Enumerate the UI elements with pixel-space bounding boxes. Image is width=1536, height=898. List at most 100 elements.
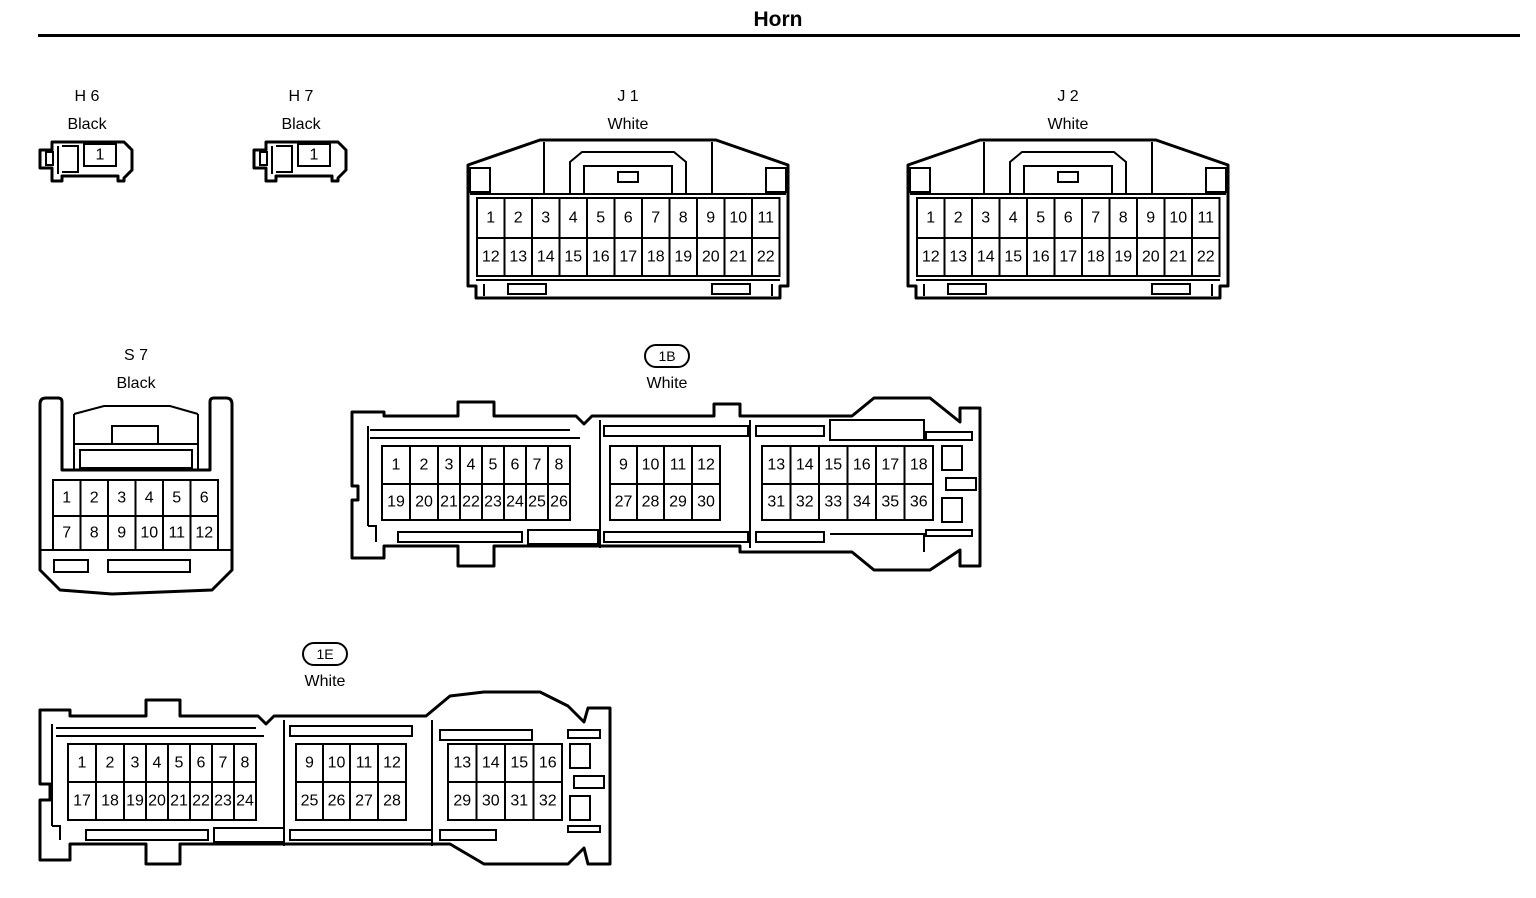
pin-j2-11: 11 bbox=[1191, 197, 1221, 239]
pin-j2-16: 16 bbox=[1026, 237, 1056, 277]
pin-label: 18 bbox=[101, 793, 119, 810]
pin-label: 20 bbox=[1142, 249, 1160, 266]
pin-c1b-26: 26 bbox=[547, 483, 571, 521]
pin-j2-17: 17 bbox=[1053, 237, 1083, 277]
pin-c1e-17: 17 bbox=[67, 781, 97, 821]
pin-label: 6 bbox=[197, 755, 206, 772]
pin-label: 11 bbox=[1197, 210, 1214, 227]
title-rule bbox=[38, 34, 1520, 37]
pin-label: 19 bbox=[387, 494, 405, 511]
pin-label: 4 bbox=[467, 457, 476, 474]
pin-c1b-5: 5 bbox=[481, 445, 505, 485]
pin-label: 8 bbox=[679, 210, 688, 227]
pin-j2-14: 14 bbox=[971, 237, 1001, 277]
pin-label: 2 bbox=[514, 210, 523, 227]
connector-code-s7: S 7 bbox=[123, 347, 148, 364]
pin-j2-18: 18 bbox=[1081, 237, 1111, 277]
pin-c1b-3: 3 bbox=[437, 445, 461, 485]
pin-label: 3 bbox=[131, 755, 140, 772]
pin-c1e-24: 24 bbox=[233, 781, 257, 821]
pin-label: 21 bbox=[170, 793, 188, 810]
pin-label: 16 bbox=[1032, 249, 1050, 266]
pin-j1-19: 19 bbox=[668, 237, 698, 277]
pin-c1e-23: 23 bbox=[211, 781, 235, 821]
pin-label: 14 bbox=[482, 755, 500, 772]
pin-c1b-1: 1 bbox=[381, 445, 411, 485]
pin-c1b-21: 21 bbox=[437, 483, 461, 521]
pin-label: 14 bbox=[796, 457, 814, 474]
connector-color-s7: Black bbox=[116, 375, 156, 392]
pin-c1e-4: 4 bbox=[145, 743, 169, 783]
pin-label: 1 bbox=[78, 755, 87, 772]
pin-h7-1: 1 bbox=[297, 143, 331, 167]
connector-color-1e: White bbox=[304, 673, 346, 690]
pin-label: 36 bbox=[910, 494, 928, 511]
pin-j2-12: 12 bbox=[916, 237, 946, 277]
pin-label: 22 bbox=[757, 249, 775, 266]
pin-label: 19 bbox=[126, 793, 144, 810]
pin-c1e-20: 20 bbox=[145, 781, 169, 821]
pin-label: 9 bbox=[305, 755, 314, 772]
connector-code-1b: 1B bbox=[644, 344, 690, 368]
pin-j2-13: 13 bbox=[943, 237, 973, 277]
pin-label: 33 bbox=[824, 494, 842, 511]
pin-label: 24 bbox=[506, 494, 524, 511]
pin-c1e-5: 5 bbox=[167, 743, 191, 783]
pin-label: 3 bbox=[541, 210, 550, 227]
pin-c1e-29: 29 bbox=[447, 781, 478, 821]
pin-label: 19 bbox=[1114, 249, 1132, 266]
pin-j1-6: 6 bbox=[613, 197, 643, 239]
pin-c1e-28: 28 bbox=[377, 781, 407, 821]
connector-h7 bbox=[252, 140, 348, 183]
pin-label: 7 bbox=[219, 755, 228, 772]
pin-j1-16: 16 bbox=[586, 237, 616, 277]
pin-label: 10 bbox=[1169, 210, 1187, 227]
connector-code-j1: J 1 bbox=[617, 88, 639, 105]
connector-code-1e: 1E bbox=[302, 642, 348, 666]
pin-j2-4: 4 bbox=[998, 197, 1028, 239]
pin-j1-4: 4 bbox=[558, 197, 588, 239]
pin-c1e-15: 15 bbox=[504, 743, 535, 783]
connector-1b bbox=[350, 396, 982, 572]
pin-label: 12 bbox=[482, 249, 500, 266]
pin-label: 21 bbox=[1169, 249, 1187, 266]
pin-c1b-13: 13 bbox=[761, 445, 792, 485]
pin-c1e-7: 7 bbox=[211, 743, 235, 783]
pin-label: 31 bbox=[767, 494, 785, 511]
connector-code-h6: H 6 bbox=[74, 88, 100, 105]
pin-c1e-19: 19 bbox=[123, 781, 147, 821]
pin-label: 17 bbox=[619, 249, 637, 266]
pin-c1b-9: 9 bbox=[609, 445, 638, 485]
pin-c1e-10: 10 bbox=[322, 743, 351, 783]
pin-label: 5 bbox=[175, 755, 184, 772]
pin-label: 11 bbox=[670, 457, 687, 474]
pin-c1b-35: 35 bbox=[875, 483, 906, 521]
pin-label: 1 bbox=[96, 147, 105, 164]
pin-label: 6 bbox=[511, 457, 520, 474]
pin-j1-18: 18 bbox=[641, 237, 671, 277]
pin-label: 6 bbox=[624, 210, 633, 227]
pin-label: 3 bbox=[117, 490, 126, 507]
pin-s7-7: 7 bbox=[52, 515, 82, 551]
connector-color-h7: Black bbox=[281, 116, 321, 133]
pin-c1e-2: 2 bbox=[95, 743, 125, 783]
pin-label: 32 bbox=[539, 793, 557, 810]
pin-label: 6 bbox=[1064, 210, 1073, 227]
pin-label: 20 bbox=[415, 494, 433, 511]
pin-label: 4 bbox=[569, 210, 578, 227]
pin-h6-1: 1 bbox=[83, 143, 117, 167]
pin-label: 27 bbox=[615, 494, 633, 511]
pin-label: 25 bbox=[528, 494, 546, 511]
pin-s7-3: 3 bbox=[107, 479, 137, 517]
pin-label: 26 bbox=[550, 494, 568, 511]
pin-c1b-32: 32 bbox=[789, 483, 820, 521]
pin-label: 8 bbox=[555, 457, 564, 474]
pin-label: 15 bbox=[824, 457, 842, 474]
pin-s7-1: 1 bbox=[52, 479, 82, 517]
pin-c1b-34: 34 bbox=[846, 483, 877, 521]
pin-label: 24 bbox=[236, 793, 254, 810]
pin-label: 14 bbox=[977, 249, 995, 266]
pin-c1e-1: 1 bbox=[67, 743, 97, 783]
pin-label: 23 bbox=[214, 793, 232, 810]
